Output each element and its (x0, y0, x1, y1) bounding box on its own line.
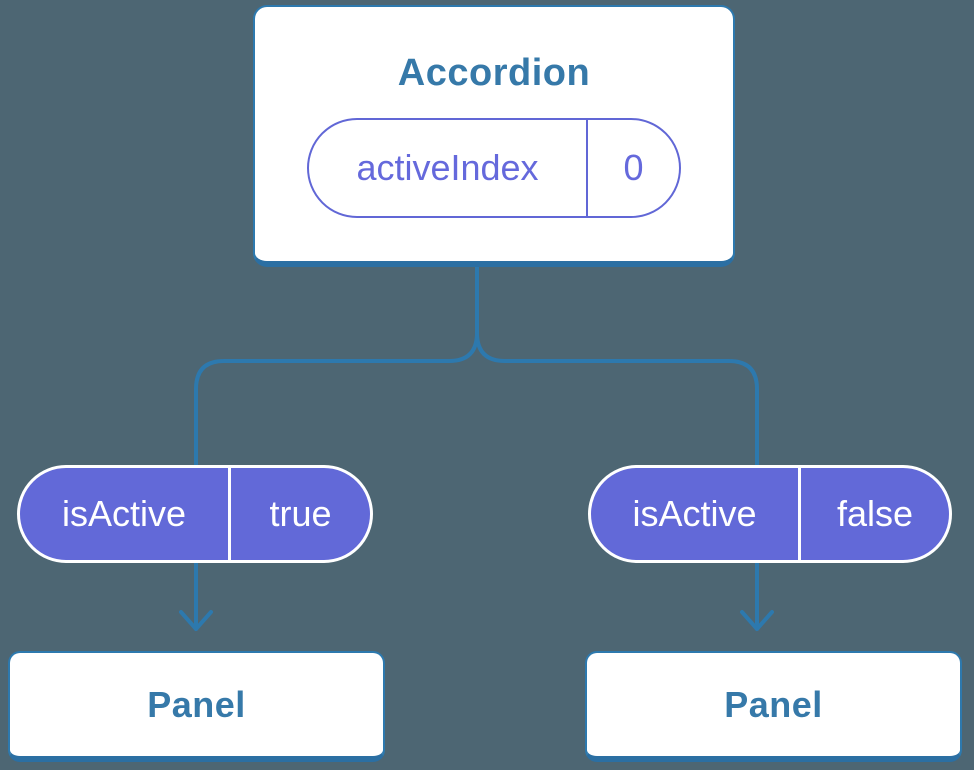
accordion-title: Accordion (397, 52, 591, 94)
panel-label: Panel (147, 683, 246, 725)
prop-value-label: 0 (623, 147, 644, 188)
panel-card-left: Panel (8, 651, 385, 762)
accordion-component-card: Accordion activeIndex 0 (253, 5, 735, 267)
prop-name-label: activeIndex (309, 120, 588, 216)
state-value-label: false (836, 493, 914, 534)
connector-right-branch (475, 263, 759, 631)
state-value-label: true (269, 493, 332, 534)
state-name-label: isActive (591, 468, 801, 560)
arrowhead-left-icon (179, 610, 213, 631)
is-active-false-pill: isActive false (588, 465, 952, 563)
panel-card-right: Panel (585, 651, 962, 762)
is-active-true-pill: isActive true (17, 465, 373, 563)
active-index-prop-pill: activeIndex 0 (307, 118, 681, 218)
arrowhead-right-icon (740, 610, 774, 631)
connector-left-branch (194, 263, 479, 631)
panel-label: Panel (724, 683, 823, 725)
state-name-label: isActive (20, 468, 231, 560)
